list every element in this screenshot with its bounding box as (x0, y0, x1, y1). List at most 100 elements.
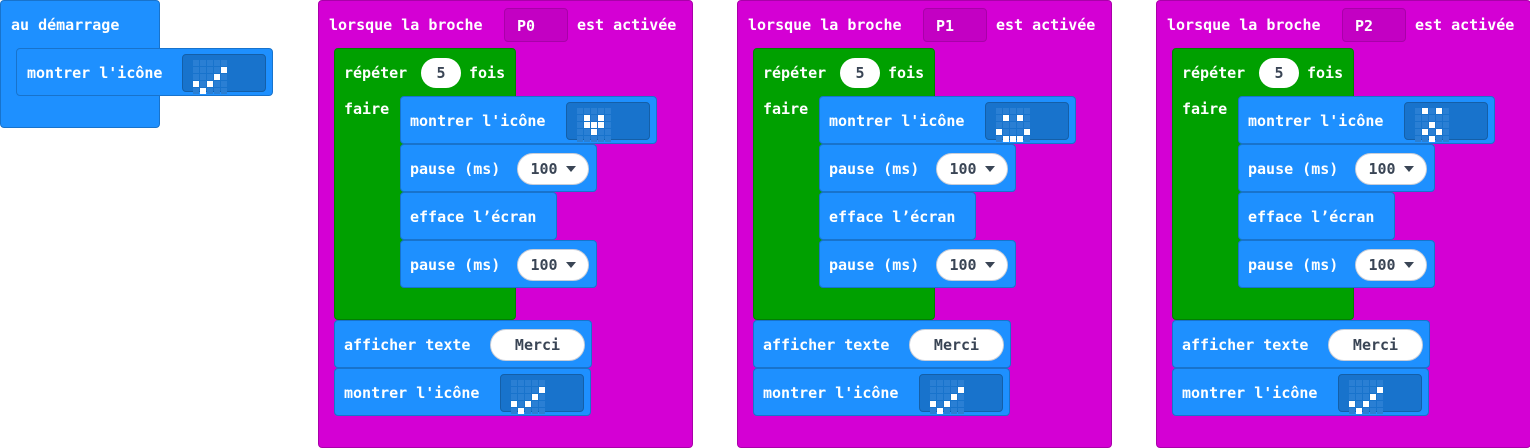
led-pixel-off (200, 67, 206, 73)
show-string-label: afficher texte (763, 336, 890, 354)
led-pixel-on (1429, 136, 1435, 142)
led-pixel-off (193, 88, 199, 94)
icon-picker[interactable] (500, 374, 584, 414)
show-string-block[interactable]: afficher texte Merci (753, 320, 1011, 368)
led-pixel-off (200, 81, 206, 87)
string-input[interactable]: Merci (909, 329, 1004, 361)
led-pixel-off (1363, 387, 1369, 393)
led-pixel-on (200, 88, 206, 94)
led-pixel-off (598, 136, 604, 142)
icon-picker[interactable] (182, 54, 266, 94)
clear-screen-block[interactable]: efface l’écran (819, 192, 976, 240)
show-icon-block[interactable]: montrer l'icône (1172, 368, 1429, 416)
pause-block[interactable]: pause (ms) 100 (400, 240, 597, 288)
repeat-count-input[interactable]: 5 (421, 58, 461, 88)
show-icon-block[interactable]: montrer l'icône (16, 48, 273, 96)
led-pixel-off (1415, 129, 1421, 135)
led-pixel-off (214, 67, 220, 73)
led-pixel-off (518, 401, 524, 407)
pause-duration-value: 100 (1368, 256, 1396, 274)
led-pixel-off (1370, 380, 1376, 386)
led-pixel-off (221, 81, 227, 87)
led-pixel-off (577, 115, 583, 121)
led-pixel-off (1415, 136, 1421, 142)
pause-block[interactable]: pause (ms) 100 (819, 240, 1016, 288)
pin-selector-value: P2 (1355, 17, 1374, 35)
chevron-down-icon (984, 166, 995, 172)
led-pixel-off (193, 74, 199, 80)
led-pixel-off (958, 401, 964, 407)
led-pixel-off (525, 408, 531, 414)
led-pixel-off (1363, 380, 1369, 386)
led-pixel-off (944, 387, 950, 393)
show-icon-block[interactable]: montrer l'icône (1238, 96, 1495, 144)
repeat-count-input[interactable]: 5 (840, 58, 880, 88)
show-string-label: afficher texte (344, 336, 471, 354)
clear-screen-block[interactable]: efface l’écran (400, 192, 557, 240)
pause-block[interactable]: pause (ms) 100 (1238, 144, 1435, 192)
pause-duration-dropdown[interactable]: 100 (1355, 153, 1427, 185)
show-string-block[interactable]: afficher texte Merci (334, 320, 592, 368)
pause-duration-dropdown[interactable]: 100 (1355, 249, 1427, 281)
led-pixel-off (539, 401, 545, 407)
led-pixel-off (207, 67, 213, 73)
icon-picker[interactable] (919, 374, 1003, 414)
led-pixel-off (539, 408, 545, 414)
pin-selector[interactable]: P1 (923, 8, 987, 42)
led-pixel-off (539, 394, 545, 400)
repeat-count-value: 5 (436, 64, 446, 82)
led-pixel-off (1443, 115, 1449, 121)
pause-duration-dropdown[interactable]: 100 (517, 153, 589, 185)
pause-duration-dropdown[interactable]: 100 (936, 249, 1008, 281)
led-pixel-off (1356, 387, 1362, 393)
led-pixel-on (1422, 108, 1428, 114)
clear-screen-block[interactable]: efface l’écran (1238, 192, 1395, 240)
string-input[interactable]: Merci (490, 329, 585, 361)
pause-block[interactable]: pause (ms) 100 (400, 144, 597, 192)
pause-block[interactable]: pause (ms) 100 (1238, 240, 1435, 288)
pause-duration-dropdown[interactable]: 100 (936, 153, 1008, 185)
led-pixel-off (1370, 387, 1376, 393)
led-pixel-on (1370, 394, 1376, 400)
pause-block[interactable]: pause (ms) 100 (819, 144, 1016, 192)
led-pixel-on (584, 115, 590, 121)
led-pixel-off (944, 408, 950, 414)
led-pixel-off (518, 380, 524, 386)
led-pixel-off (944, 394, 950, 400)
show-icon-label: montrer l'icône (763, 384, 899, 402)
led-pixel-off (937, 401, 943, 407)
led-pixel-on (591, 129, 597, 135)
show-icon-block[interactable]: montrer l'icône (334, 368, 591, 416)
led-pixel-on (518, 408, 524, 414)
icon-picker[interactable] (1404, 102, 1488, 142)
show-icon-block[interactable]: montrer l'icône (819, 96, 1076, 144)
icon-picker[interactable] (985, 102, 1069, 142)
repeat-label: répéter (763, 64, 827, 82)
string-value: Merci (1352, 336, 1399, 354)
led-pixel-off (591, 136, 597, 142)
repeat-count-input[interactable]: 5 (1259, 58, 1299, 88)
pin-event-suffix: est activée (1415, 16, 1515, 34)
show-string-block[interactable]: afficher texte Merci (1172, 320, 1430, 368)
string-input[interactable]: Merci (1328, 329, 1423, 361)
led-pixel-on (1436, 108, 1442, 114)
led-pixel-off (221, 74, 227, 80)
checkmark-icon (1349, 380, 1383, 414)
led-pixel-off (221, 60, 227, 66)
show-icon-block[interactable]: montrer l'icône (400, 96, 657, 144)
led-pixel-off (1443, 108, 1449, 114)
led-pixel-off (1443, 122, 1449, 128)
show-icon-block[interactable]: montrer l'icône (753, 368, 1010, 416)
pin-selector[interactable]: P0 (504, 8, 568, 42)
pause-duration-dropdown[interactable]: 100 (517, 249, 589, 281)
led-pixel-on (591, 122, 597, 128)
led-pixel-off (511, 387, 517, 393)
icon-picker[interactable] (566, 102, 650, 142)
pin-selector[interactable]: P2 (1342, 8, 1406, 42)
led-pixel-off (591, 115, 597, 121)
show-icon-label: montrer l'icône (27, 64, 163, 82)
icon-picker[interactable] (1338, 374, 1422, 414)
show-icon-label: montrer l'icône (410, 112, 546, 130)
led-pixel-off (1024, 122, 1030, 128)
pin-event-prefix: lorsque la broche (329, 16, 483, 34)
